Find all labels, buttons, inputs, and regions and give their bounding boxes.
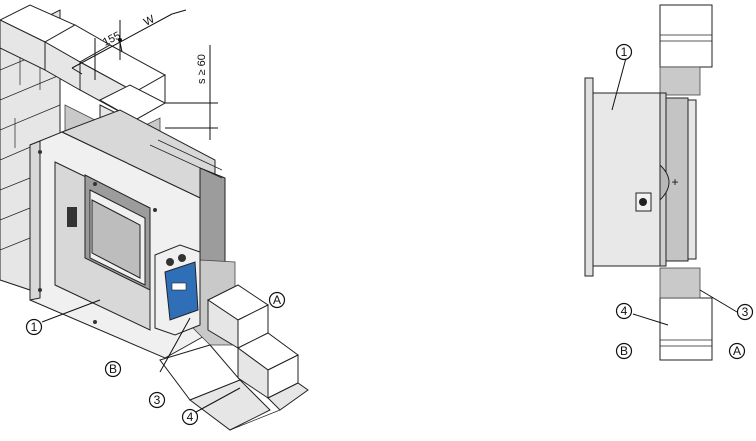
damper-casing: [60, 109, 226, 276]
callout-wall-right: 4: [615, 302, 633, 320]
callout-side-a-right: A: [728, 342, 746, 360]
mortar-bottom: [659, 267, 701, 299]
callout-side-b-right: B: [615, 342, 633, 360]
dim-width-label: W: [142, 13, 157, 29]
wall-top: [659, 4, 713, 68]
callout-label: 1: [621, 45, 628, 59]
callout-label: 3: [154, 393, 161, 407]
dim-gap-label: s ≥ 60: [196, 54, 208, 84]
callout-label: 4: [187, 410, 194, 424]
wall-bottom: [659, 297, 713, 361]
callout-wall-left: 4: [181, 408, 199, 426]
callout-side-a-left: A: [268, 291, 286, 309]
callout-label: B: [109, 362, 117, 376]
callout-sealing-right: 3: [736, 303, 754, 321]
section-leader-lines: [611, 57, 738, 326]
callout-label: 4: [621, 304, 628, 318]
dim-depth-label: 155: [101, 30, 123, 49]
brick-stair: [159, 284, 309, 431]
svg-text:+: +: [671, 175, 678, 189]
callout-side-b-left: B: [104, 360, 122, 378]
leader-lines: [41, 299, 241, 413]
mortar-top: [659, 66, 701, 96]
callout-label: B: [620, 344, 628, 358]
dimension-lines: [71, 9, 218, 140]
callout-damper-right: 1: [615, 43, 633, 61]
callout-damper-left: 1: [25, 318, 43, 336]
actuator: [154, 244, 201, 336]
callout-label: A: [273, 293, 281, 307]
callout-label: A: [733, 344, 741, 358]
callout-sealing-left: 3: [148, 391, 166, 409]
left-installation-view: 155 W s ≥ 60 1 3 4 A B: [0, 4, 309, 431]
callout-label: 3: [742, 305, 749, 319]
callout-label: 1: [31, 320, 38, 334]
section-damper: +: [584, 77, 697, 277]
right-section-view: + 1 4 3 B A: [584, 4, 754, 361]
